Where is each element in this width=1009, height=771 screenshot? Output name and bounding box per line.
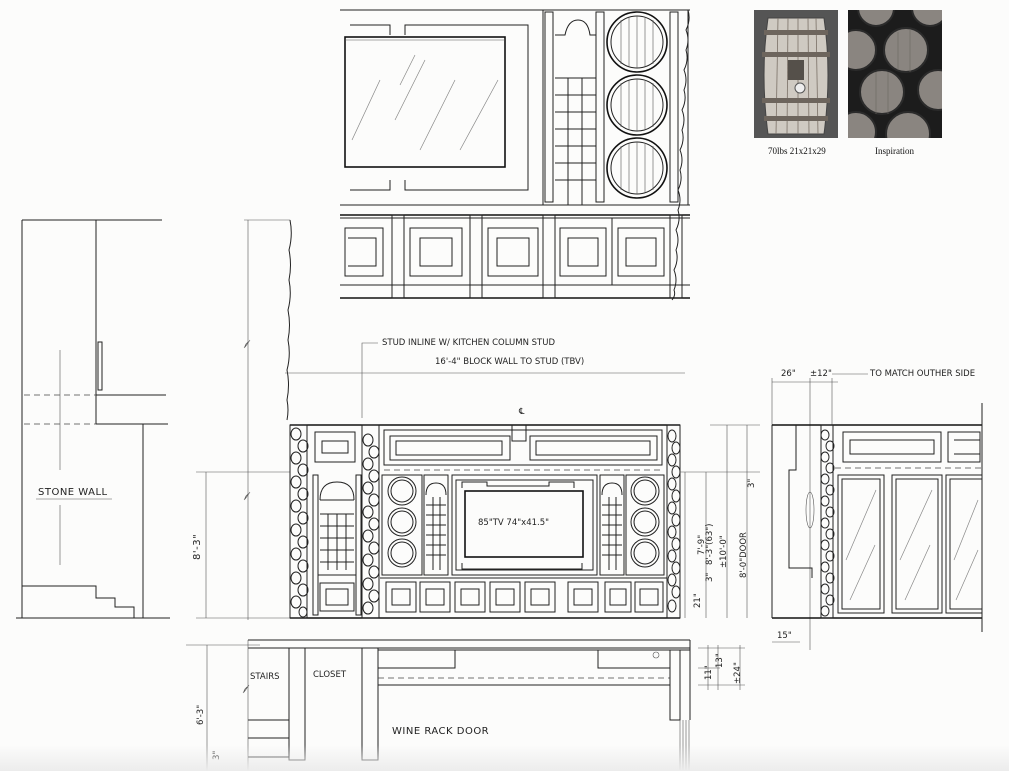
stone-column-left bbox=[289, 424, 309, 619]
lattice-grid bbox=[555, 77, 596, 205]
stone-wall-label: STONE WALL bbox=[38, 487, 108, 498]
dim-8-0-door: 8'-0"DOOR bbox=[739, 532, 749, 578]
left-section-view: STONE WALL 8'-3" bbox=[16, 219, 292, 620]
upper-detail-view bbox=[340, 9, 690, 301]
tv-note: 85"TV 74"x41.5" bbox=[478, 518, 549, 528]
bottom-plan-view: STAIRS CLOSET WINE RACK DOOR 6'-3" 3" 11… bbox=[186, 639, 745, 771]
dim-13: 13" bbox=[715, 653, 725, 668]
dim-8-3: 8'-3" bbox=[192, 534, 203, 560]
centerline-mark: ℄ bbox=[518, 407, 525, 417]
right-side-elevation: 26" ±12" TO MATCH OUTHER SIDE bbox=[771, 369, 983, 650]
barrel-image bbox=[754, 10, 838, 138]
stone-column-mid bbox=[361, 424, 380, 619]
barrel-photo bbox=[754, 10, 838, 138]
dim-21: 21" bbox=[693, 593, 703, 608]
stairs-label: STAIRS bbox=[250, 672, 280, 682]
closet-label: CLOSET bbox=[313, 670, 347, 680]
dim-6-3: 6'-3" bbox=[196, 705, 206, 725]
barrel-ends bbox=[606, 11, 668, 199]
main-elevation: STUD INLINE W/ KITCHEN COLUMN STUD 16'-4… bbox=[285, 338, 760, 619]
dim-3-top: 3" bbox=[747, 479, 757, 488]
wine-rack-door-label: WINE RACK DOOR bbox=[392, 726, 489, 737]
barrel-rack-image bbox=[848, 10, 942, 138]
dim-26: 26" bbox=[781, 369, 796, 379]
dim-12: ±12" bbox=[810, 369, 832, 379]
block-wall-note: 16'-4" BLOCK WALL TO STUD (TBV) bbox=[435, 357, 584, 367]
bottom-shadow bbox=[0, 745, 1009, 771]
stone-column-right bbox=[666, 424, 681, 619]
inspiration-caption: Inspiration bbox=[875, 146, 914, 156]
dim-8-3-63: 8'-3"(63") bbox=[705, 524, 715, 566]
dim-15: 15" bbox=[777, 631, 792, 641]
inspiration-photo bbox=[848, 10, 942, 138]
dim-7-9: 7'-9" bbox=[697, 535, 707, 555]
dim-3: 3" bbox=[705, 573, 715, 582]
dim-24: ±24" bbox=[733, 662, 743, 684]
barrel-caption: 70lbs 21x21x29 bbox=[768, 146, 826, 156]
dim-11: 11" bbox=[704, 665, 714, 680]
stud-note: STUD INLINE W/ KITCHEN COLUMN STUD bbox=[382, 338, 555, 348]
dim-10-0: ±10'-0" bbox=[719, 535, 729, 568]
match-note: TO MATCH OUTHER SIDE bbox=[869, 369, 975, 379]
